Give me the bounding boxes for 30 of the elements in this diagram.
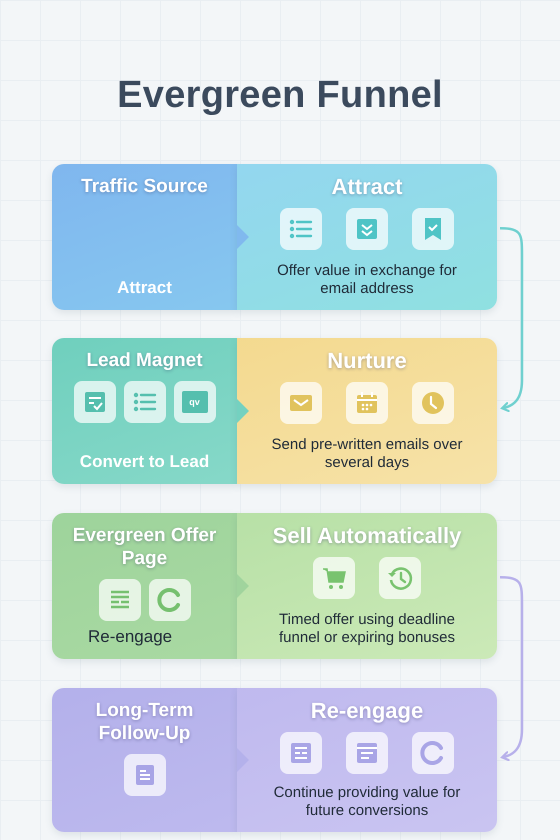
diagram-title: Evergreen Funnel — [116, 74, 444, 117]
panel-heading: Traffic Source — [81, 176, 208, 199]
panel-heading: Re-engage — [310, 698, 424, 724]
pointer-arrow — [237, 399, 249, 423]
panel-caption: Convert to Lead — [80, 452, 210, 472]
panel-caption: Re-engage — [87, 627, 172, 647]
stage-panel — [52, 164, 237, 310]
panel-caption: Attract — [117, 278, 172, 298]
panel-heading: Evergreen Offer Page — [72, 525, 218, 571]
panel-heading: Nurture — [327, 348, 407, 374]
step-panel — [237, 164, 497, 310]
panel-heading: Lead Magnet — [86, 350, 203, 373]
panel-description: Offer value in exchange for email address — [276, 262, 458, 298]
step-panel — [237, 513, 497, 659]
panel-description: Send pre-written emails over several days — [270, 436, 464, 472]
panel-description: Timed offer using deadline funnel or expiring bonuses — [278, 611, 456, 647]
step-panel — [237, 688, 497, 832]
pointer-arrow — [237, 225, 249, 249]
step-panel — [237, 338, 497, 484]
panel-heading: Sell Automatically — [272, 523, 462, 550]
pointer-arrow — [237, 574, 249, 598]
stage-panel — [52, 513, 237, 659]
stage-panel — [52, 688, 237, 832]
curved-arrow — [500, 576, 524, 761]
panel-heading: Attract — [332, 174, 402, 200]
panel-description: Continue providing value for future conversions — [272, 784, 462, 820]
curved-arrow — [500, 227, 524, 412]
video-card-icon: qv — [174, 380, 216, 423]
stage-panel — [52, 338, 237, 484]
panel-heading: Long-Term Follow-Up — [94, 700, 194, 746]
